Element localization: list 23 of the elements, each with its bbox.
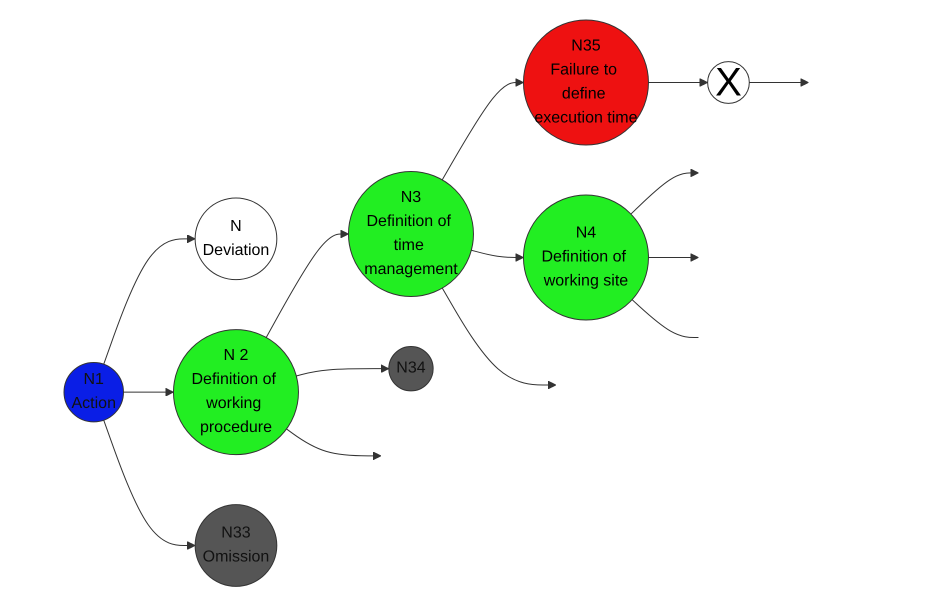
node-circle: N4 Definition of working site bbox=[523, 194, 650, 321]
node-circle: N1 Action bbox=[64, 362, 124, 423]
arrow bbox=[442, 288, 557, 390]
arrow bbox=[749, 78, 810, 88]
node-circle: N 2 Definition of working procedure bbox=[173, 330, 300, 456]
arrow bbox=[104, 234, 196, 365]
arrow bbox=[630, 168, 700, 215]
arrow bbox=[648, 253, 700, 262]
node-circle: N3 Definition of time management bbox=[348, 171, 474, 298]
node-circle: N35 Failure to define execution time bbox=[523, 20, 650, 146]
node-circle: X bbox=[707, 61, 750, 104]
arrow bbox=[123, 388, 174, 397]
arrow bbox=[648, 78, 708, 88]
node-circle: N34 bbox=[388, 346, 434, 392]
arrow bbox=[286, 428, 382, 461]
arrow bbox=[104, 420, 196, 550]
arrow bbox=[471, 250, 524, 262]
node-circle: N Deviation bbox=[194, 198, 278, 280]
node-circle: N33 Omission bbox=[194, 504, 278, 588]
connector-line bbox=[632, 299, 700, 338]
arrow bbox=[266, 230, 350, 338]
arrow bbox=[442, 78, 524, 181]
arrow bbox=[296, 364, 390, 377]
